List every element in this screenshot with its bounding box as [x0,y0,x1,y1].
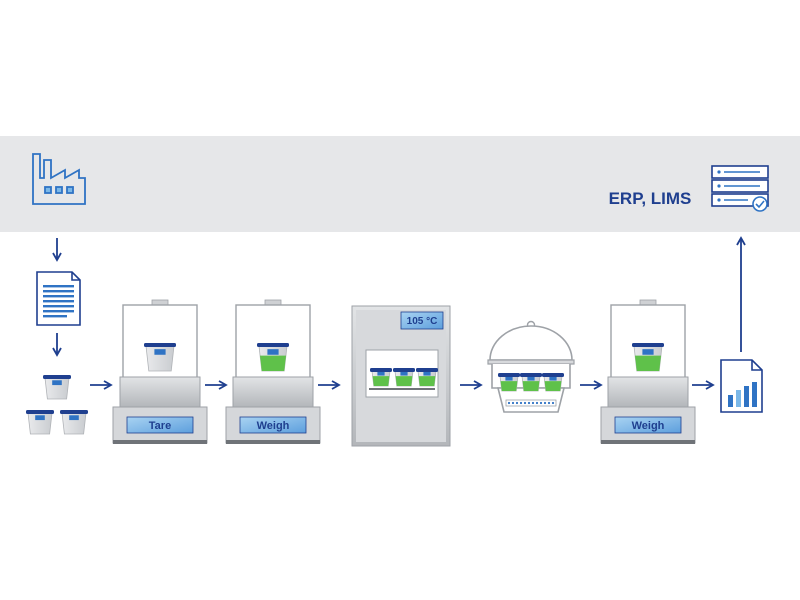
tare-label: Tare [149,420,171,432]
weigh-balance [225,299,321,444]
weigh-label-first: Weigh [257,420,290,432]
systems-label: ERP, LIMS [609,189,692,208]
weigh-label-final: Weigh [632,420,665,432]
empty-crucible [26,410,54,435]
sample-crucible [632,343,664,372]
drying-oven [351,305,451,447]
desiccator [487,320,575,413]
sample-crucible [498,373,520,392]
tare-balance [112,299,208,444]
sample-crucible [393,368,415,387]
sample-crucible [520,373,542,392]
sample-crucible [257,343,289,372]
sample-crucible [416,368,438,387]
factory-icon [32,153,86,205]
empty-crucible [60,410,88,435]
systems-band [0,136,800,232]
final-weigh-balance [600,299,696,444]
server-check-icon [711,165,769,212]
document-icon [36,271,81,326]
empty-crucible [144,343,176,372]
crucible-stack-icon [26,375,88,435]
sample-crucible [370,368,392,387]
empty-crucible [43,375,71,400]
oven-temperature: 105 °C [407,316,438,327]
sample-crucible [542,373,564,392]
report-chart-icon [720,359,763,413]
